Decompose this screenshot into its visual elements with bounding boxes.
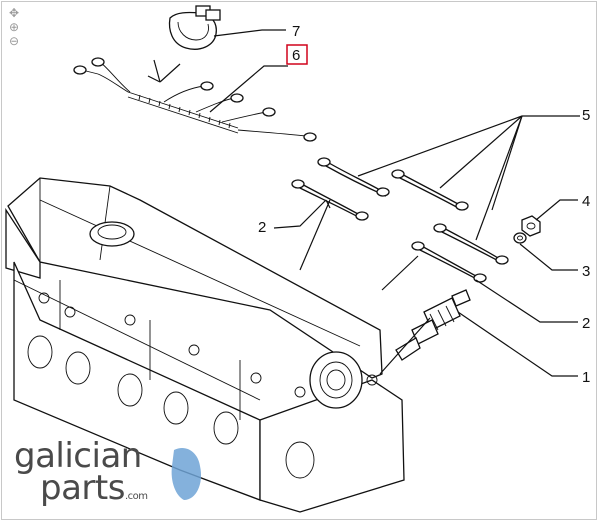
svg-text:5: 5 [582,107,590,124]
callout-6[interactable]: 6 [286,44,308,65]
callout-7: 7 [292,23,300,40]
part-3-washer[interactable] [513,232,527,244]
logo-word-2: parts.com [14,471,148,513]
zoom-toolbar: ✥ ⊕ ⊖ [6,6,24,48]
cylinder-head [5,177,405,513]
part-2-bus-bar-upper[interactable] [291,179,369,221]
leader-lines [147,29,580,377]
galicianparts-logo: galician parts.com [14,436,148,513]
svg-text:7: 7 [292,23,300,40]
svg-text:4: 4 [582,193,590,210]
callout-2-lower: 2 [582,315,590,332]
part-7-clip[interactable] [168,5,221,50]
logo-word-1: galician [14,436,142,476]
svg-text:2: 2 [258,219,266,236]
callout-1: 1 [582,369,590,386]
logo-accent-shape [171,447,202,500]
part-1-glow-plug[interactable] [395,289,471,361]
move-icon[interactable]: ✥ [8,6,20,20]
part-5-bus-bars[interactable] [317,157,509,265]
zoom-in-icon[interactable]: ⊕ [8,20,20,34]
callout-5: 5 [582,107,590,124]
highlight-box [286,44,308,65]
callout-2-upper: 2 [258,219,266,236]
svg-text:1: 1 [582,369,590,386]
callout-4: 4 [582,193,590,210]
svg-text:3: 3 [582,263,590,280]
logo-word-2-text: parts [40,468,125,508]
svg-text:6: 6 [292,47,300,64]
logo-domain: .com [124,491,148,502]
part-2-bus-bar-lower[interactable] [411,241,487,283]
part-6-wiring-harness[interactable] [73,57,317,142]
svg-text:2: 2 [582,315,590,332]
callout-3: 3 [582,263,590,280]
part-4-nut[interactable] [521,215,541,237]
zoom-out-icon[interactable]: ⊖ [8,34,20,48]
